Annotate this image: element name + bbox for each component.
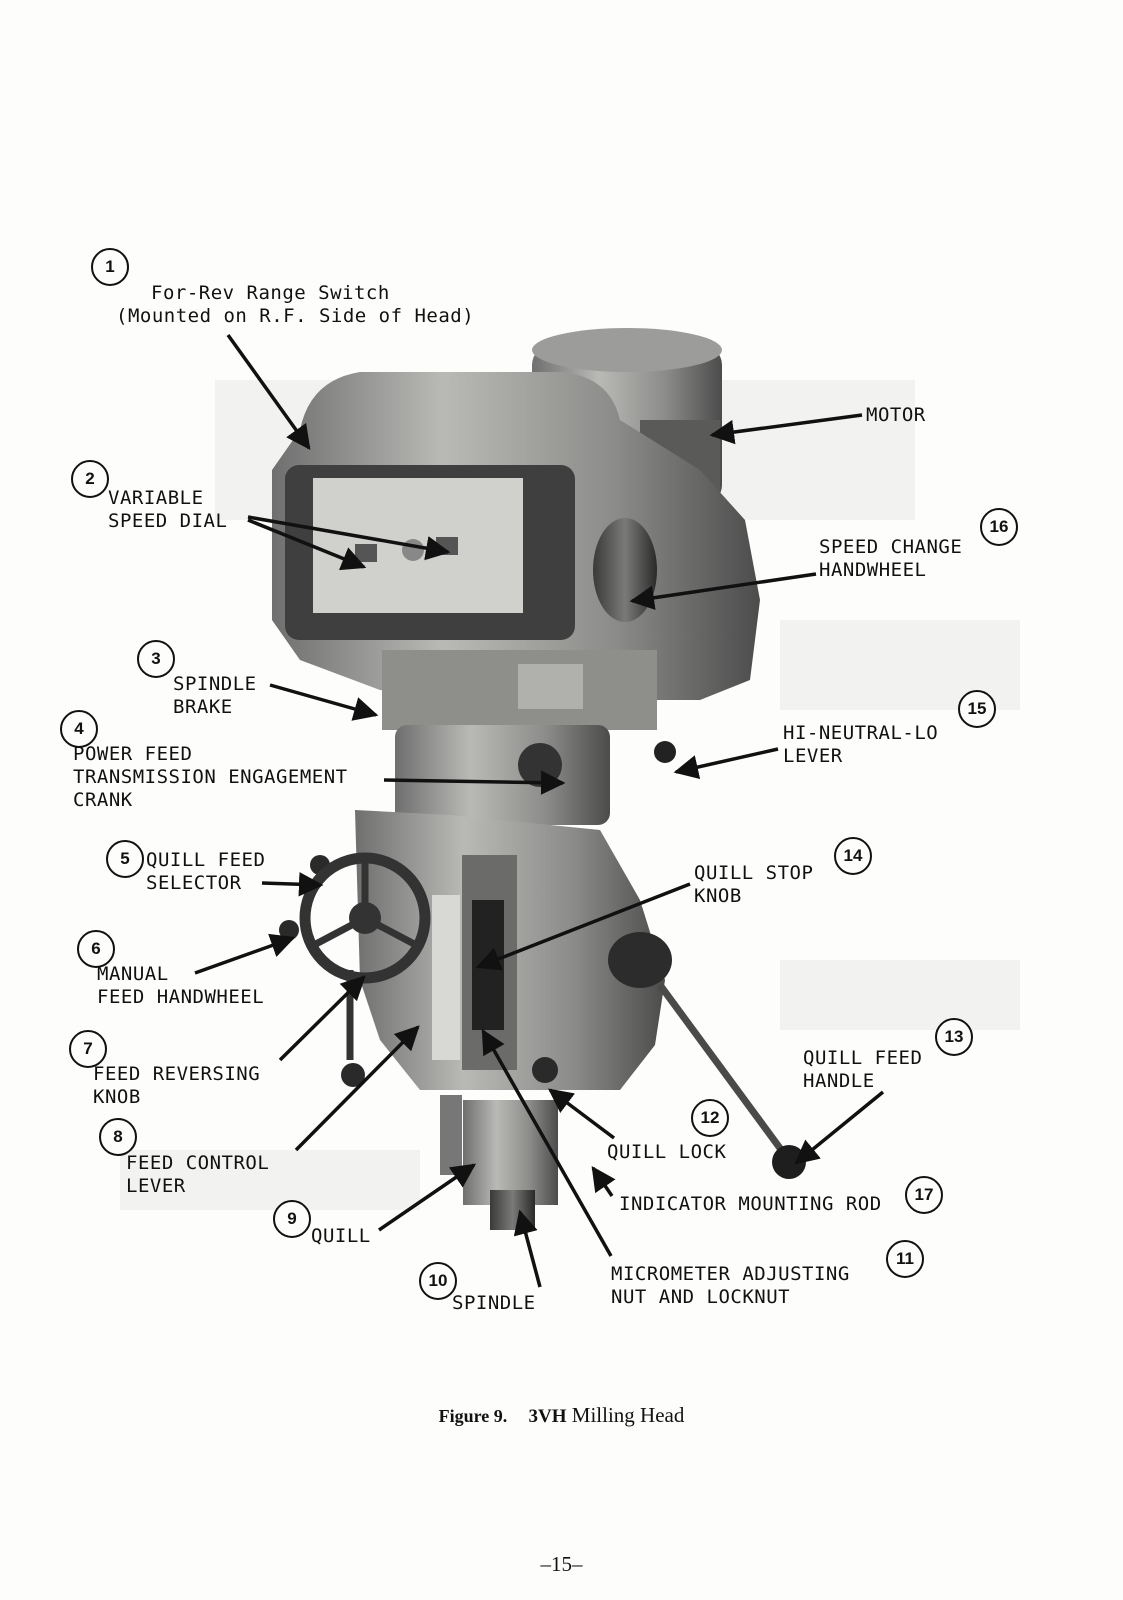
callout-7-line-2: KNOB	[93, 1086, 141, 1108]
callout-label-2: VARIABLE SPEED DIAL	[108, 487, 227, 533]
callout-4-line-3: CRANK	[73, 789, 133, 811]
callout-number-10: 10	[419, 1262, 457, 1300]
callout-label-9: QUILL	[311, 1225, 371, 1248]
callout-label-6: MANUAL FEED HANDWHEEL	[97, 963, 264, 1009]
callout-number-8: 8	[99, 1118, 137, 1156]
callout-number-1: 1	[91, 248, 129, 286]
callout-number-7: 7	[69, 1030, 107, 1068]
callout-7-line-1: FEED REVERSING	[93, 1063, 261, 1085]
callout-12-line-1: QUILL LOCK	[607, 1141, 727, 1163]
figure-title: Milling Head	[571, 1403, 685, 1427]
callout-label-10: SPINDLE	[452, 1292, 536, 1315]
callout-13-line-2: HANDLE	[803, 1070, 875, 1092]
callout-label-12: QUILL LOCK	[607, 1141, 726, 1164]
callout-number-3: 3	[137, 640, 175, 678]
callout-16-line-2: HANDWHEEL	[819, 559, 927, 581]
callout-label-17: INDICATOR MOUNTING ROD	[619, 1193, 882, 1216]
callout-3-line-2: BRAKE	[173, 696, 233, 718]
callout-number-5: 5	[106, 840, 144, 878]
callout-number-15: 15	[958, 690, 996, 728]
callout-14-line-1: QUILL STOP	[694, 862, 814, 884]
callout-15-line-1: HI-NEUTRAL-LO	[783, 722, 939, 744]
callout-1-line-2: (Mounted on R.F. Side of Head)	[116, 305, 475, 327]
callout-11-line-1: MICROMETER ADJUSTING	[611, 1263, 850, 1285]
callout-number-12: 12	[691, 1099, 729, 1137]
callout-number-6: 6	[77, 930, 115, 968]
callout-9-line-1: QUILL	[311, 1225, 371, 1247]
callout-5-line-2: SELECTOR	[146, 872, 242, 894]
figure-label: Figure 9.	[438, 1406, 508, 1426]
callout-16-line-1: SPEED CHANGE	[819, 536, 963, 558]
callout-6-line-1: MANUAL	[97, 963, 169, 985]
callout-number-9: 9	[273, 1200, 311, 1238]
callout-1-line-1: For-Rev Range Switch	[151, 282, 390, 304]
callout-15-line-2: LEVER	[783, 745, 843, 767]
callout-number-2: 2	[71, 460, 109, 498]
callout-14-line-2: KNOB	[694, 885, 742, 907]
callout-11-line-2: NUT AND LOCKNUT	[611, 1286, 791, 1308]
callout-17-line-1: INDICATOR MOUNTING ROD	[619, 1193, 882, 1215]
callout-2-line-2: SPEED DIAL	[108, 510, 228, 532]
callout-number-14: 14	[834, 837, 872, 875]
callout-number-17: 17	[905, 1176, 943, 1214]
callout-2-line-1: VARIABLE	[108, 487, 204, 509]
callout-13-line-1: QUILL FEED	[803, 1047, 923, 1069]
callout-label-7: FEED REVERSING KNOB	[93, 1063, 260, 1109]
figure-caption: Figure 9. 3VH Milling Head	[0, 1403, 1123, 1428]
callout-label-4: POWER FEED TRANSMISSION ENGAGEMENT CRANK	[73, 743, 348, 812]
callout-4-line-2: TRANSMISSION ENGAGEMENT	[73, 766, 348, 788]
callout-label-1: For-Rev Range Switch (Mounted on R.F. Si…	[116, 282, 474, 328]
callout-5-line-1: QUILL FEED	[146, 849, 266, 871]
callout-label-11: MICROMETER ADJUSTING NUT AND LOCKNUT	[611, 1263, 850, 1309]
callout-3-line-1: SPINDLE	[173, 673, 257, 695]
figure-model: 3VH	[528, 1406, 567, 1427]
callout-label-14: QUILL STOP KNOB	[694, 862, 813, 908]
callout-label-5: QUILL FEED SELECTOR	[146, 849, 265, 895]
callout-6-line-2: FEED HANDWHEEL	[97, 986, 265, 1008]
callout-motor-line-1: MOTOR	[866, 404, 926, 426]
callout-number-11: 11	[886, 1240, 924, 1278]
callout-label-8: FEED CONTROL LEVER	[126, 1152, 269, 1198]
callout-8-line-2: LEVER	[126, 1175, 186, 1197]
callout-number-13: 13	[935, 1018, 973, 1056]
callout-10-line-1: SPINDLE	[452, 1292, 536, 1314]
callout-label-13: QUILL FEED HANDLE	[803, 1047, 922, 1093]
page-number: –15–	[540, 1552, 583, 1576]
callout-label-3: SPINDLE BRAKE	[173, 673, 257, 719]
callout-number-4: 4	[60, 710, 98, 748]
callout-label-15: HI-NEUTRAL-LO LEVER	[783, 722, 938, 768]
callout-4-line-1: POWER FEED	[73, 743, 193, 765]
callout-label-motor: MOTOR	[866, 404, 926, 427]
callout-label-16: SPEED CHANGE HANDWHEEL	[819, 536, 962, 582]
callout-8-line-1: FEED CONTROL	[126, 1152, 270, 1174]
callout-number-16: 16	[980, 508, 1018, 546]
